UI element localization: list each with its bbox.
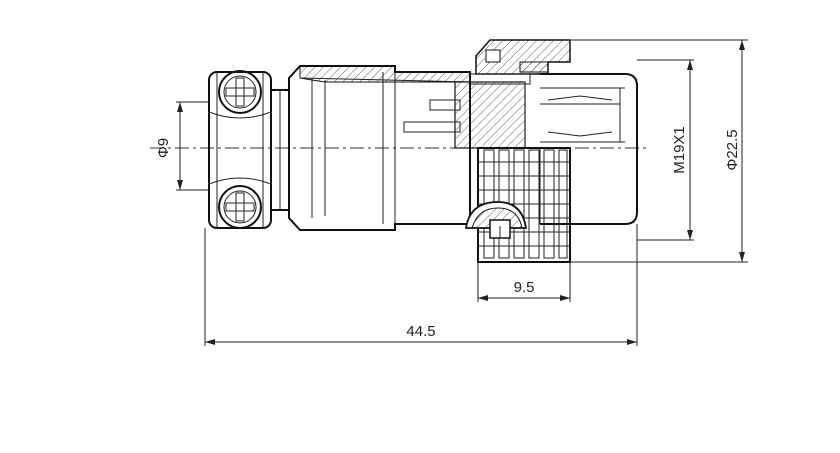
front-barrel bbox=[539, 73, 638, 225]
overall-length-label: 44.5 bbox=[406, 323, 435, 340]
clamp-screw-top bbox=[218, 70, 262, 114]
cable-diameter-label: Φ9 bbox=[155, 138, 172, 158]
knurl-length-label: 9.5 bbox=[514, 279, 535, 296]
dim-knurl-length bbox=[477, 262, 571, 302]
dim-overall-length bbox=[204, 224, 638, 346]
thread-label: M19X1 bbox=[671, 126, 688, 174]
latch-button bbox=[464, 201, 528, 239]
dim-cable-diameter bbox=[176, 101, 209, 191]
dim-outer-diameter bbox=[570, 39, 748, 263]
dim-thread bbox=[637, 59, 694, 241]
clamp-neck bbox=[270, 89, 290, 211]
coupling-nut-section bbox=[469, 39, 571, 85]
clamp-screw-bottom bbox=[218, 185, 262, 229]
outer-diameter-label: Φ22.5 bbox=[724, 129, 741, 170]
insert-section bbox=[403, 81, 526, 149]
